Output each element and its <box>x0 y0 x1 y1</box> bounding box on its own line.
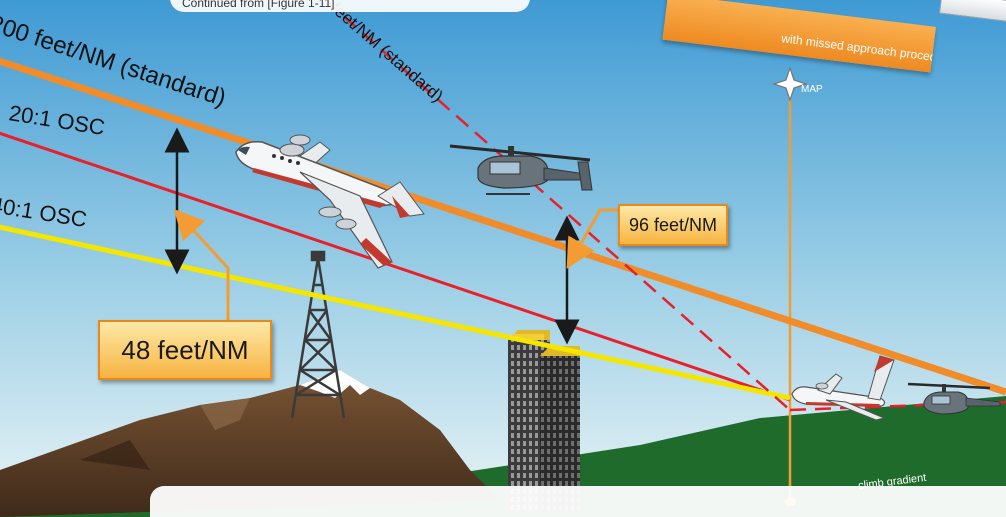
top-note-text: Continued from [Figure 1-11] <box>182 0 335 10</box>
oil-derrick-icon <box>290 250 346 419</box>
bottom-caption-bar <box>150 486 1006 517</box>
helicopter-standard-line <box>324 0 791 411</box>
small-helicopter-icon <box>907 382 1001 415</box>
callout-48-feet-nm: 48 feet/NM <box>98 320 272 380</box>
mountain <box>0 370 500 517</box>
fixed-wing-aircraft-icon <box>235 134 425 269</box>
osc-40-line <box>0 224 791 401</box>
callout-96-feet-nm: 96 feet/NM <box>618 204 728 246</box>
map-label: MAP <box>801 84 823 95</box>
standard-climb-line <box>0 57 1006 396</box>
map-star-icon <box>772 66 808 102</box>
top-note: Continued from [Figure 1-11] <box>170 0 530 12</box>
pointer-96 <box>566 208 620 270</box>
small-aircraft-icon <box>791 355 895 421</box>
helicopter-icon <box>449 144 593 195</box>
pointer-48 <box>173 208 230 320</box>
skyscraper-icon <box>508 330 580 510</box>
osc-20-line <box>0 131 791 402</box>
